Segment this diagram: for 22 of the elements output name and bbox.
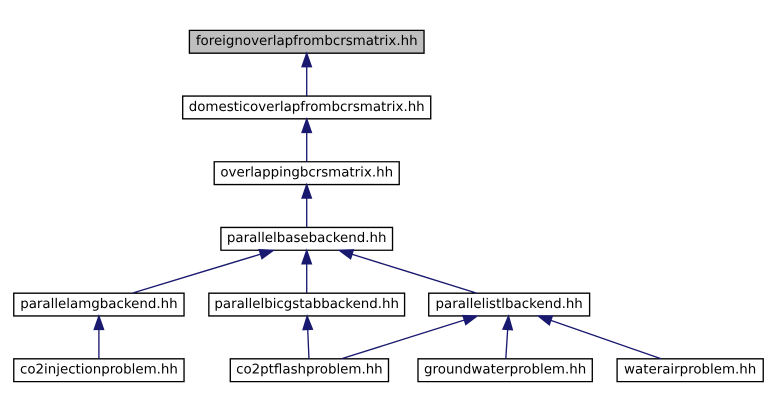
arrow	[536, 314, 662, 359]
node-box: co2ptflashproblem.hh	[230, 358, 390, 382]
arrow	[302, 314, 314, 358]
node-box: waterairproblem.hh	[616, 358, 764, 382]
arrow	[301, 182, 312, 227]
node-box: domesticoverlapfrombcrsmatrix.hh	[182, 94, 432, 120]
arrow	[502, 314, 514, 358]
arrow	[132, 248, 276, 294]
arrow	[301, 248, 312, 292]
node-box: foreignoverlapfrombcrsmatrix.hh	[188, 29, 425, 54]
arrow	[301, 50, 312, 96]
node-box: parallelistlbackend.hh	[428, 292, 590, 316]
node-box: parallelamgbackend.hh	[13, 292, 185, 316]
arrow	[93, 314, 105, 358]
node-box: parallelbasebackend.hh	[220, 226, 394, 250]
node-box: overlappingbcrsmatrix.hh	[214, 160, 400, 185]
node-box: parallelbicgstabbackend.hh	[208, 292, 406, 316]
node-box: groundwaterproblem.hh	[417, 358, 593, 382]
arrow	[301, 116, 312, 161]
node-box: co2injectionproblem.hh	[13, 358, 185, 382]
arrow	[337, 248, 477, 294]
arrow	[341, 314, 480, 359]
